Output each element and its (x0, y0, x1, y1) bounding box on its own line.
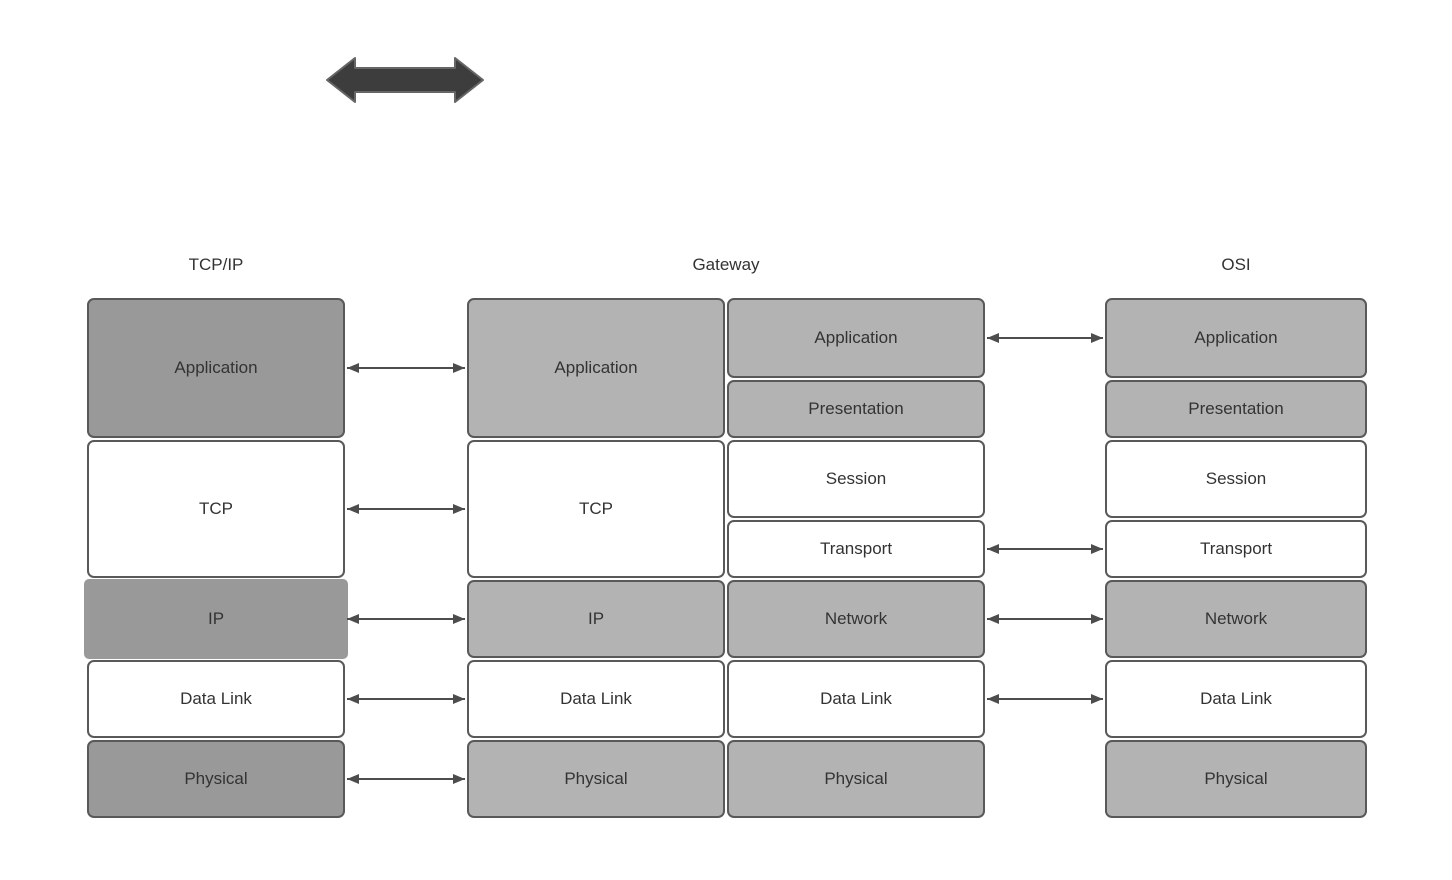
double-arrow-icon (326, 57, 484, 103)
osi-layer-network: Network (1105, 580, 1367, 658)
gateway-column-header: Gateway (692, 255, 760, 274)
osi-column-header: OSI (1221, 255, 1251, 274)
osi-layer-data-link: Data Link (1105, 660, 1367, 738)
tcpip-layer-physical: Physical (87, 740, 345, 818)
tcpip-layer-data-link: Data Link (87, 660, 345, 738)
gateway-right-layer-data-link: Data Link (727, 660, 985, 738)
gateway-right-layer-session: Session (727, 440, 985, 518)
gateway-left-layer-application: Application (467, 298, 725, 438)
tcpip-column-header: TCP/IP (188, 255, 244, 274)
gateway-right-layer-network: Network (727, 580, 985, 658)
gateway-right-layer-application: Application (727, 298, 985, 378)
osi-layer-transport: Transport (1105, 520, 1367, 578)
osi-layer-presentation: Presentation (1105, 380, 1367, 438)
gateway-right-layer-presentation: Presentation (727, 380, 985, 438)
osi-layer-application: Application (1105, 298, 1367, 378)
gateway-right-layer-transport: Transport (727, 520, 985, 578)
gateway-left-layer-data-link: Data Link (467, 660, 725, 738)
tcpip-layer-tcp: TCP (87, 440, 345, 578)
gateway-left-layer-ip: IP (467, 580, 725, 658)
gateway-right-layer-physical: Physical (727, 740, 985, 818)
osi-layer-physical: Physical (1105, 740, 1367, 818)
gateway-left-layer-tcp: TCP (467, 440, 725, 578)
tcpip-layer-application: Application (87, 298, 345, 438)
osi-layer-session: Session (1105, 440, 1367, 518)
gateway-left-layer-physical: Physical (467, 740, 725, 818)
tcpip-layer-ip: IP (84, 579, 348, 659)
